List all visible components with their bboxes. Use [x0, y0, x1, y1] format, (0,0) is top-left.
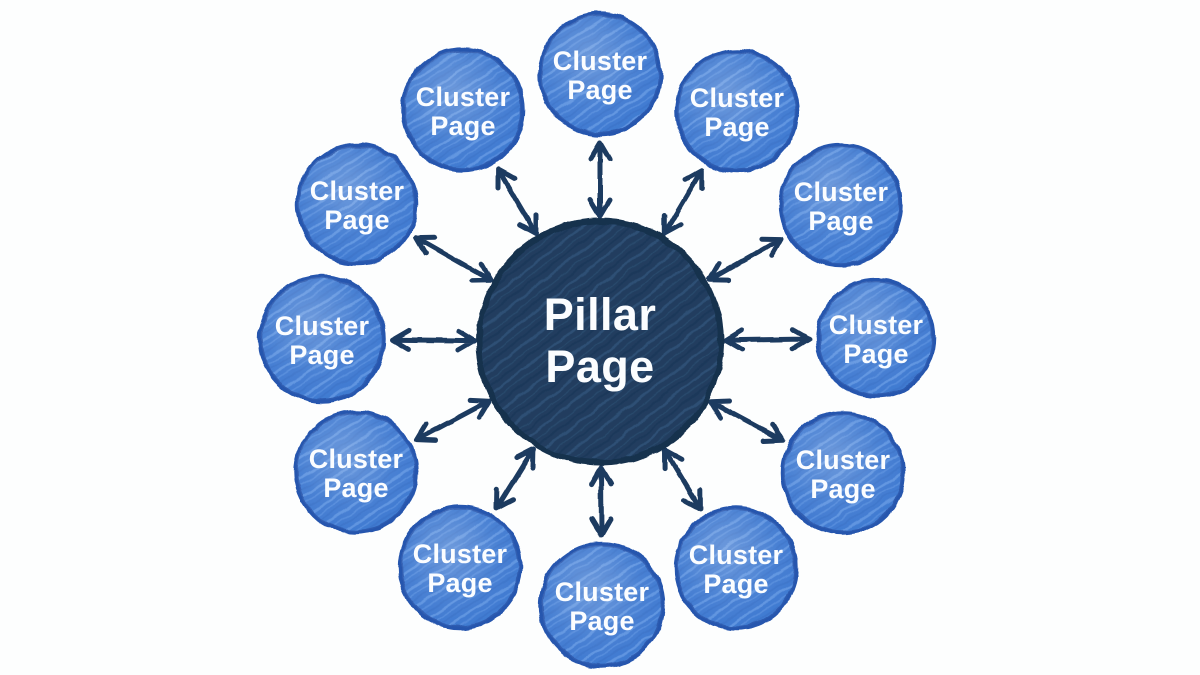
- bidirectional-arrow: [723, 327, 812, 352]
- bidirectional-arrow: [413, 234, 493, 283]
- bidirectional-arrow: [707, 236, 784, 283]
- bidirectional-arrow: [589, 465, 614, 538]
- bidirectional-arrow: [662, 447, 703, 512]
- arrows-layer: [390, 140, 812, 538]
- bidirectional-arrow: [661, 167, 705, 237]
- bidirectional-arrow: [588, 140, 612, 219]
- bidirectional-arrow: [390, 327, 477, 353]
- bidirectional-arrow: [708, 398, 785, 444]
- bidirectional-arrow: [494, 446, 536, 511]
- bidirectional-arrow: [414, 397, 492, 443]
- bidirectional-arrow: [495, 166, 539, 236]
